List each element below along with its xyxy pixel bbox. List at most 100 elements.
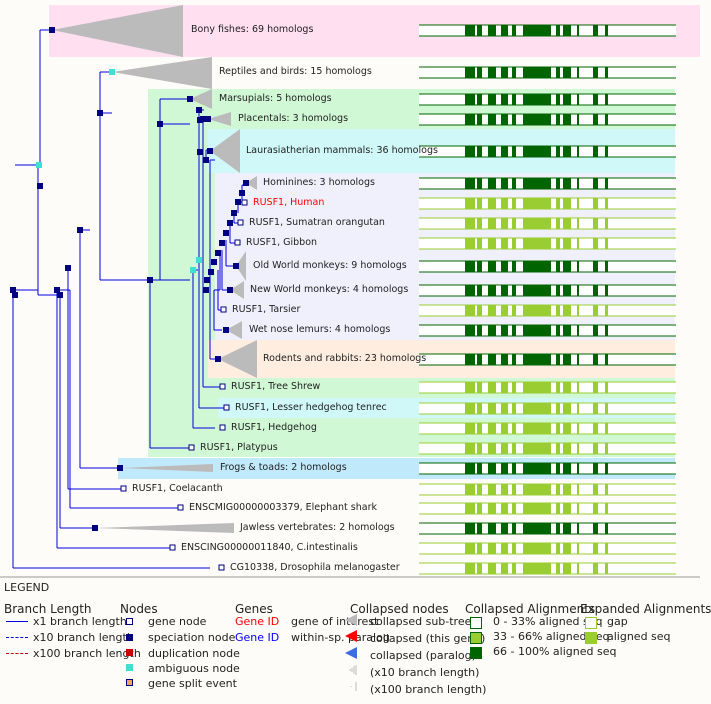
- collapsed-clade-label[interactable]: Rodents and rabbits: 23 homologs: [263, 353, 427, 364]
- aligned-block: [523, 198, 551, 209]
- aligned-block: [563, 563, 571, 574]
- collapsed-clade-label[interactable]: Marsupials: 5 homologs: [219, 93, 332, 104]
- aligned-block: [512, 423, 516, 434]
- aligned-block: [556, 484, 560, 495]
- aligned-block: [523, 503, 551, 514]
- aligned-block: [605, 325, 608, 336]
- aligned-block: [577, 67, 579, 78]
- dashed-red-branch-icon: [6, 653, 28, 654]
- gene-node: [241, 199, 248, 206]
- aligned-block: [605, 218, 608, 229]
- aligned-block: [501, 523, 508, 534]
- aligned-block: [605, 523, 608, 534]
- collapsed-clade-label[interactable]: Bony fishes: 69 homologs: [191, 24, 314, 35]
- aligned-block: [523, 238, 551, 249]
- aligned-block: [465, 325, 475, 336]
- aligned-block: [593, 114, 598, 125]
- x100-branch-collapsed-icon: [350, 682, 357, 691]
- aligned-block: [523, 543, 551, 554]
- aligned-block: [465, 382, 475, 393]
- speciation-node: [12, 292, 18, 298]
- legend-node-gene-split: gene split event: [148, 677, 237, 690]
- gene-label[interactable]: RUSF1, Sumatran orangutan: [249, 217, 385, 228]
- gene-label[interactable]: RUSF1, Tarsier: [232, 304, 301, 315]
- aligned-block: [593, 178, 598, 189]
- aligned-block: [577, 285, 579, 296]
- collapsed-clade-label[interactable]: Hominines: 3 homologs: [263, 177, 375, 188]
- aligned-block: [512, 443, 516, 454]
- gene-node: [177, 504, 184, 511]
- aligned-block: [577, 382, 579, 393]
- aligned-block: [488, 382, 496, 393]
- collapsed-clade-label[interactable]: Jawless vertebrates: 2 homologs: [240, 522, 395, 533]
- ambiguous-node: [190, 267, 196, 273]
- aligned-block: [501, 484, 508, 495]
- legend-title: LEGEND: [4, 581, 50, 594]
- aligned-block: [577, 543, 579, 554]
- aligned-block: [465, 503, 475, 514]
- aligned-block: [501, 563, 508, 574]
- aligned-block: [488, 305, 496, 316]
- collapsed-clade-label[interactable]: Old World monkeys: 9 homologs: [253, 260, 407, 271]
- speciation-node: [235, 199, 241, 205]
- gene-label[interactable]: RUSF1, Human: [253, 197, 325, 208]
- aligned-block: [488, 503, 496, 514]
- aligned-block: [556, 382, 560, 393]
- aligned-block: [605, 178, 608, 189]
- gene-label[interactable]: RUSF1, Lesser hedgehog tenrec: [235, 402, 387, 413]
- gene-node: [219, 424, 226, 431]
- aligned-block: [593, 261, 598, 272]
- aligned-block: [477, 25, 482, 36]
- aligned-block: [593, 325, 598, 336]
- collapsed-clade-label[interactable]: Placentals: 3 homologs: [238, 113, 349, 124]
- legend-expanded-alignments-heading: Expanded Alignments: [580, 602, 711, 616]
- legend-align-66-100: 66 - 100% aligned seq: [493, 645, 617, 658]
- legend-gene-of-interest-id: Gene ID: [235, 615, 280, 628]
- legend-nodes-heading: Nodes: [120, 602, 158, 616]
- aligned-block: [556, 503, 560, 514]
- collapsed-clade-label[interactable]: New World monkeys: 4 homologs: [250, 284, 409, 295]
- aligned-block: [563, 25, 571, 36]
- gene-label[interactable]: CG10338, Drosophila melanogaster: [230, 562, 400, 573]
- gene-label[interactable]: RUSF1, Coelacanth: [132, 483, 223, 494]
- aligned-block: [556, 403, 560, 414]
- aligned-block: [593, 484, 598, 495]
- aligned-block: [605, 463, 608, 474]
- aligned-block: [512, 563, 516, 574]
- gene-label[interactable]: RUSF1, Gibbon: [246, 237, 318, 248]
- speciation-node: [92, 525, 98, 531]
- speciation-node: [197, 149, 203, 155]
- aligned-block: [563, 198, 571, 209]
- aligned-block: [556, 563, 560, 574]
- gene-label[interactable]: RUSF1, Platypus: [200, 442, 278, 453]
- aligned-block: [512, 543, 516, 554]
- collapsed-subtree-triangle: [246, 176, 257, 190]
- aligned-block: [523, 484, 551, 495]
- gene-label[interactable]: ENSCING00000011840, C.intestinalis: [181, 542, 358, 553]
- aligned-block: [465, 423, 475, 434]
- aligned-block: [523, 25, 551, 36]
- speciation-node: [37, 183, 43, 189]
- collapsed-clade-label[interactable]: Wet nose lemurs: 4 homologs: [249, 324, 391, 335]
- aligned-block: [593, 198, 598, 209]
- aligned-block: [512, 114, 516, 125]
- aligned-block: [512, 261, 516, 272]
- aligned-block: [556, 94, 560, 105]
- aligned-block: [477, 443, 482, 454]
- aligned-block: [563, 94, 571, 105]
- aligned-block: [556, 285, 560, 296]
- gene-label[interactable]: RUSF1, Tree Shrew: [231, 381, 321, 392]
- collapsed-clade-label[interactable]: Reptiles and birds: 15 homologs: [219, 66, 372, 77]
- x10-branch-collapsed-icon: [349, 665, 357, 675]
- speciation-node: [77, 227, 83, 233]
- aligned-block: [465, 305, 475, 316]
- gene-label[interactable]: RUSF1, Hedgehog: [231, 422, 317, 433]
- aligned-block: [465, 523, 475, 534]
- collapsed-clade-label[interactable]: Frogs & toads: 2 homologs: [220, 462, 347, 473]
- aligned-block: [605, 403, 608, 414]
- aligned-block: [488, 423, 496, 434]
- aligned-block: [577, 563, 579, 574]
- aligned-block: [556, 543, 560, 554]
- gene-label[interactable]: ENSCMIG00000003379, Elephant shark: [189, 502, 377, 513]
- collapsed-clade-label[interactable]: Laurasiatherian mammals: 36 homologs: [246, 145, 438, 156]
